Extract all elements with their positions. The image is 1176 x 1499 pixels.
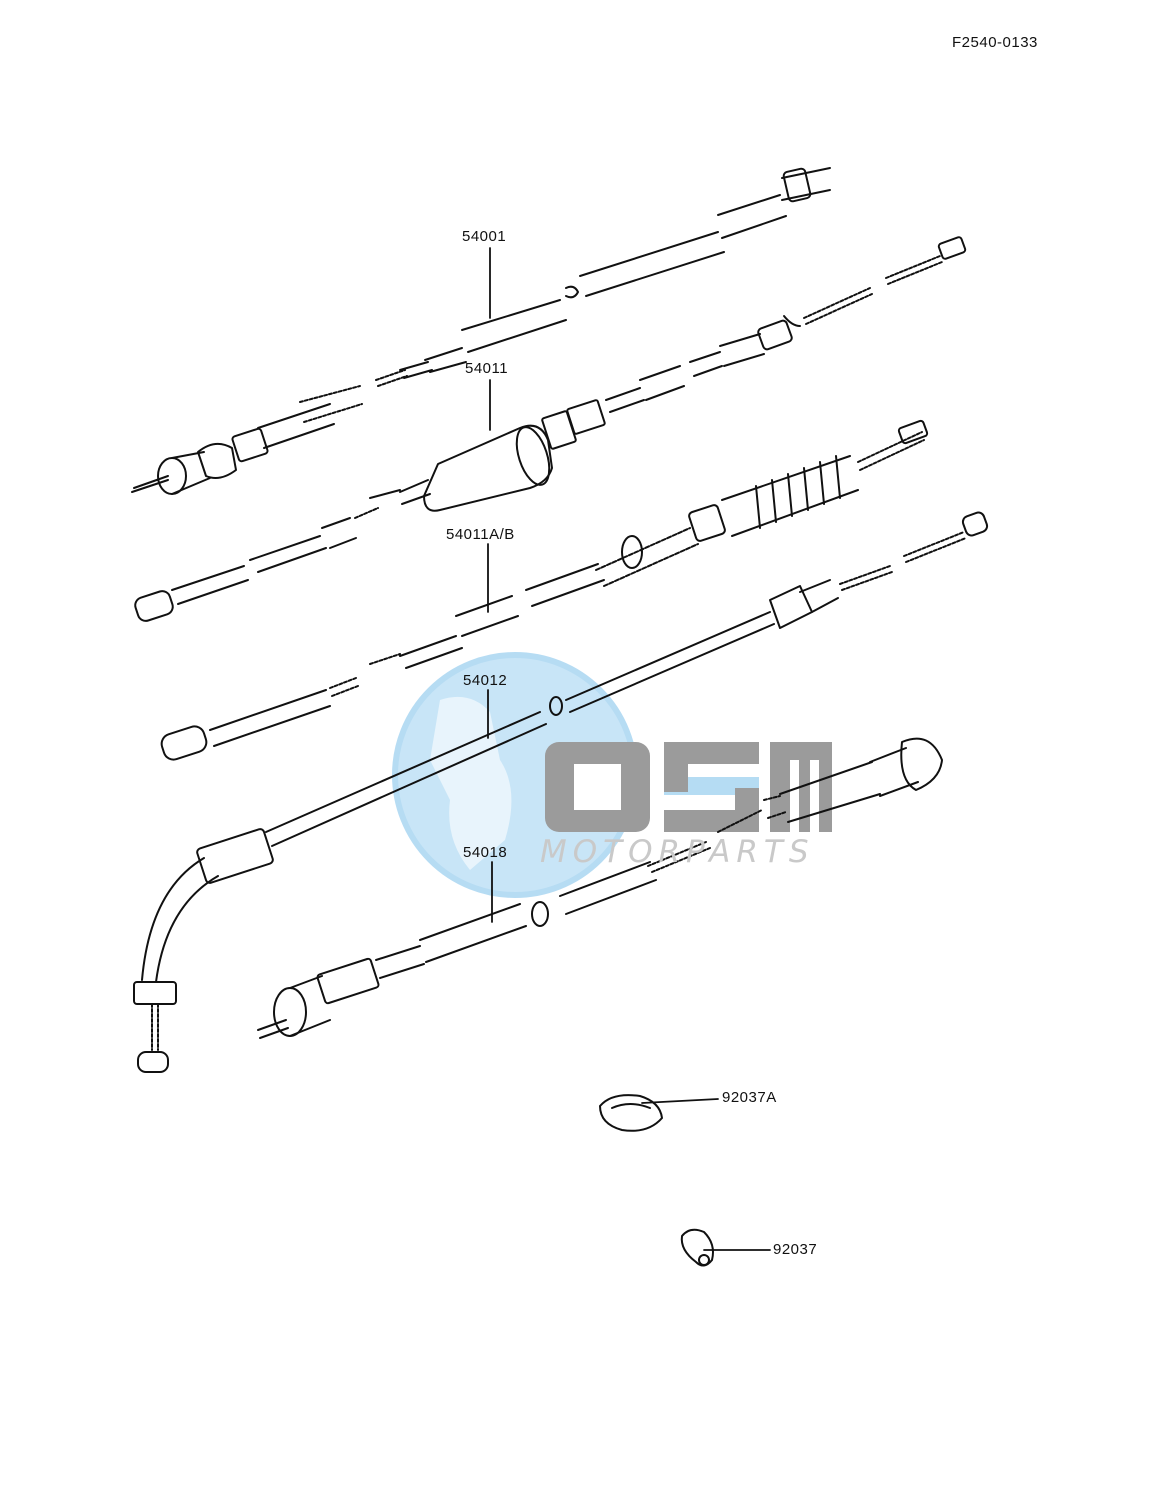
- callout-92037a: 92037A: [722, 1089, 777, 1106]
- callout-54001: 54001: [462, 228, 507, 245]
- cable-54018: [257, 737, 943, 1039]
- callout-54011: 54011: [465, 360, 509, 377]
- diagram-code: F2540-0133: [952, 34, 1038, 51]
- watermark-continents: [430, 696, 512, 870]
- cable-54011ab: [134, 419, 929, 669]
- cable-54012: [133, 511, 989, 1073]
- callout-54011ab: 54011A/B: [446, 526, 515, 543]
- watermark-logo: [392, 652, 832, 898]
- watermark-letters: [545, 742, 832, 832]
- callout-92037: 92037: [773, 1241, 818, 1258]
- clip-92037a: [599, 1094, 663, 1132]
- cable-54001: [131, 167, 967, 495]
- leader-lines: [487, 247, 771, 1251]
- cable-54011: [369, 287, 873, 512]
- watermark-subtext: MOTORPARTS: [540, 834, 815, 870]
- clip-92037: [680, 1228, 714, 1267]
- callout-54018: 54018: [463, 844, 508, 861]
- callout-54012: 54012: [463, 672, 508, 689]
